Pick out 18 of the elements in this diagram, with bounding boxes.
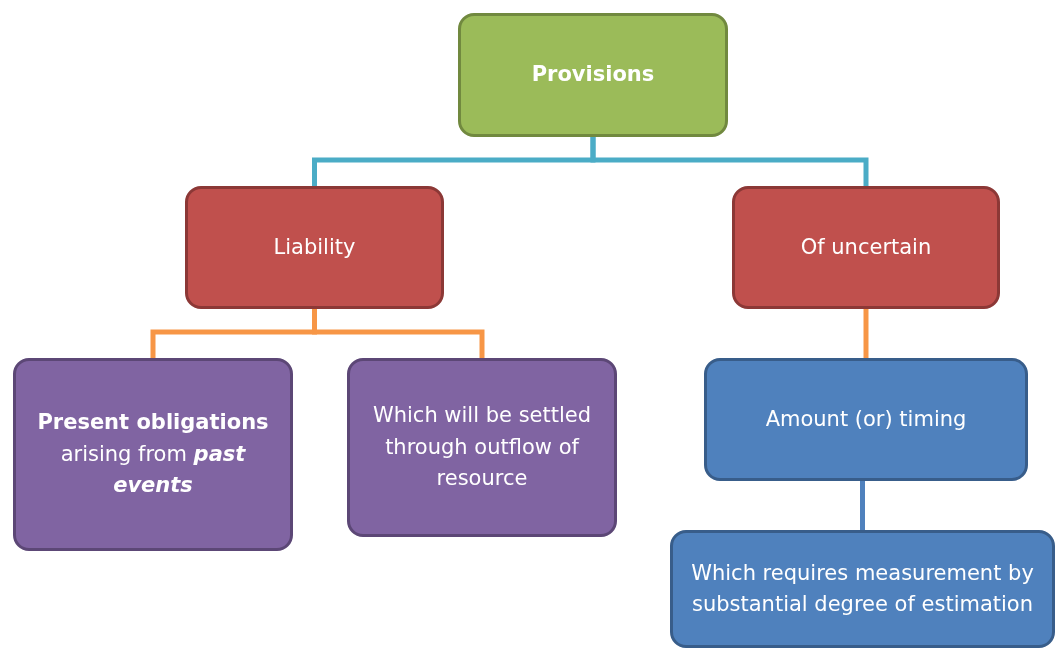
connector-line: [860, 481, 865, 530]
process-box: [458, 13, 728, 137]
process-box: [732, 186, 1000, 309]
connector-line: [312, 309, 485, 358]
process-box: [704, 358, 1028, 481]
process-box: [670, 530, 1055, 648]
box-label: Which will be settled through outflow of resource: [371, 402, 593, 493]
connector-line: [590, 137, 869, 186]
box-label: Which requires measurement by substantial degree of estimation: [690, 559, 1035, 618]
box-label: Amount (or) timing: [765, 405, 967, 433]
box-label: Of uncertain: [800, 233, 932, 261]
connector-line: [863, 309, 869, 358]
box-label: Provisions: [531, 61, 655, 89]
box-label: Present obligations arising from past events: [36, 409, 270, 500]
box-label: Liability: [273, 233, 356, 261]
process-box: [347, 358, 617, 537]
process-box: [185, 186, 444, 309]
process-box: [13, 358, 293, 551]
